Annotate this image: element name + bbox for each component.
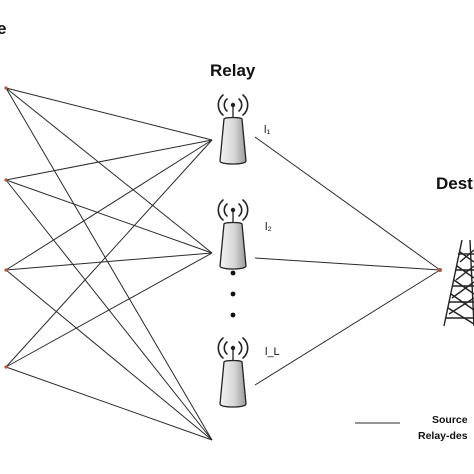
relay-node-L (217, 337, 249, 408)
relay-destination-links (254, 136, 441, 386)
legend-text-2: Relay-des (418, 430, 468, 442)
source-node (4, 268, 8, 272)
relay-label: Relay (210, 61, 256, 80)
relay-node-1 (217, 94, 249, 165)
source-node (4, 178, 8, 182)
relay-label-1: l₁ (264, 124, 270, 136)
lattice-tower-icon (443, 239, 474, 327)
source-relay-link (5, 139, 213, 181)
source-relay-link (5, 139, 213, 368)
source-relay-link (5, 87, 213, 141)
source-relay-link (5, 366, 213, 441)
source-relay-link (5, 87, 213, 441)
relay-ellipsis (230, 270, 236, 318)
source-nodes (4, 86, 8, 369)
source-node (4, 365, 8, 369)
source-relay-link (5, 139, 213, 271)
relay-label-L: l_L (265, 346, 280, 358)
source-node (4, 86, 8, 90)
source-relay-link (5, 252, 213, 368)
legend: Source Relay-des (355, 414, 468, 442)
destination-label-partial: Dest (436, 174, 473, 193)
legend-text-1: Source (432, 414, 468, 426)
antenna-tower-icon (217, 199, 249, 270)
destination-node (438, 268, 442, 272)
source-relay-links (5, 87, 213, 441)
source-relay-link (5, 269, 213, 441)
source-relay-link (5, 87, 213, 254)
relay-node-2 (217, 199, 249, 270)
relay-label-2: l₂ (265, 221, 272, 233)
source-label-partial: e (0, 19, 6, 38)
antenna-tower-icon (217, 337, 249, 408)
source-relay-link (5, 179, 213, 254)
source-relay-link (5, 252, 213, 271)
antenna-tower-icon (217, 94, 249, 165)
